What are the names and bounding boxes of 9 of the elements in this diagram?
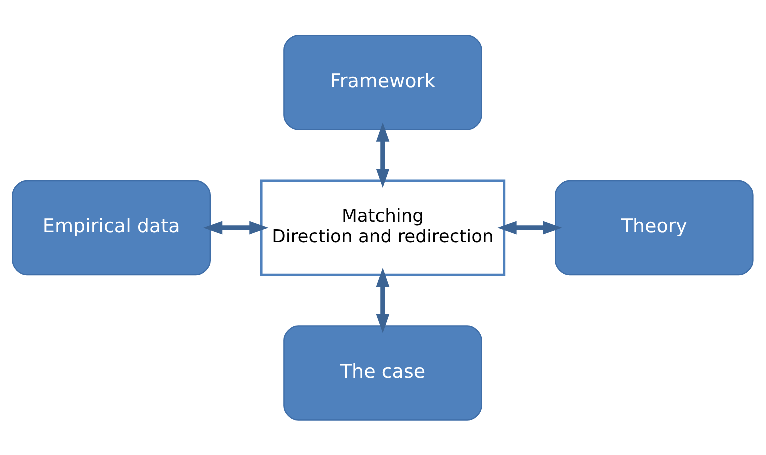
arrow: [376, 122, 390, 188]
arrow: [498, 220, 562, 234]
node-box: Empirical data: [12, 180, 211, 276]
node-box: Theory: [555, 180, 754, 276]
node-box: Matching Direction and redirection: [260, 179, 506, 276]
node-box: The case: [284, 325, 482, 420]
arrow: [376, 267, 390, 333]
node-box: Framework: [284, 34, 482, 130]
arrow: [204, 220, 269, 234]
